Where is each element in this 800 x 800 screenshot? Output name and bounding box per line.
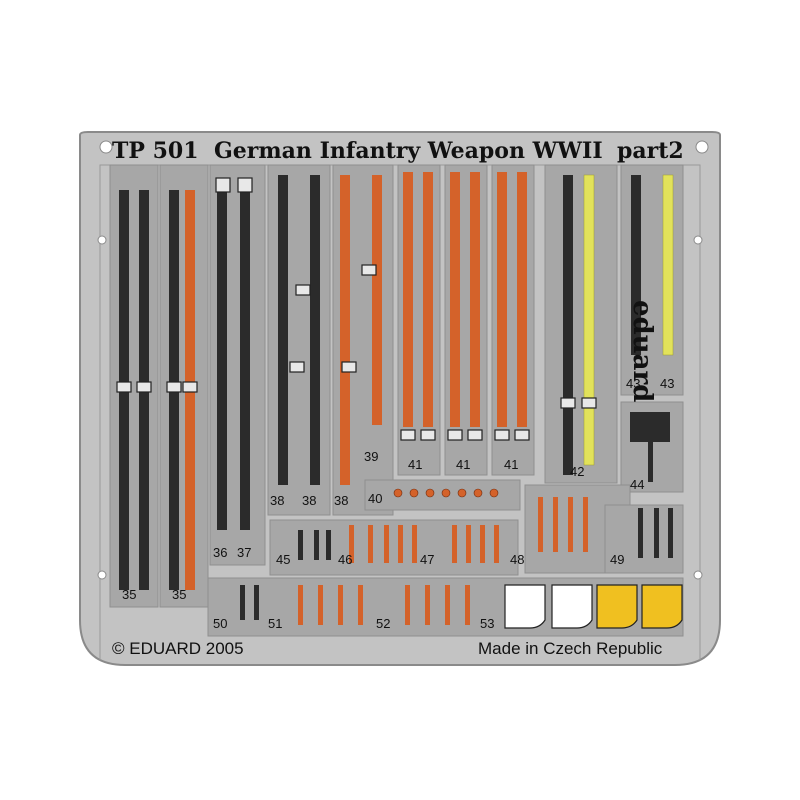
- part-number-50: 50: [213, 616, 228, 631]
- part-number-43: 43: [626, 376, 641, 391]
- plate-hole-icon: [97, 235, 107, 245]
- part-number-53: 53: [480, 616, 495, 631]
- part-number-38: 38: [302, 493, 317, 508]
- buckle-icon: [116, 177, 597, 441]
- part-number-36: 36: [213, 545, 228, 560]
- part-number-40: 40: [368, 491, 383, 506]
- part-number-41: 41: [408, 457, 423, 472]
- part-number-42: 42: [570, 464, 585, 479]
- part-number-48: 48: [510, 552, 525, 567]
- part-number-47: 47: [420, 552, 435, 567]
- fret-code: TP 501: [112, 138, 199, 164]
- plate-hole-icon: [99, 140, 113, 154]
- part-number-41: 41: [456, 457, 471, 472]
- part-number-52: 52: [376, 616, 391, 631]
- part-number-39: 39: [364, 449, 379, 464]
- part-number-46: 46: [338, 552, 353, 567]
- plate-hole-icon: [97, 570, 107, 580]
- part-number-35: 35: [172, 587, 187, 602]
- part-number-38: 38: [334, 493, 349, 508]
- part-number-43: 43: [660, 376, 675, 391]
- fret-title: German Infantry Weapon WWII: [214, 138, 603, 164]
- part-number-35: 35: [122, 587, 137, 602]
- part-number-49: 49: [610, 552, 625, 567]
- part-number-45: 45: [276, 552, 291, 567]
- decal-plate-icon: [504, 584, 683, 629]
- copyright-text: © EDUARD 2005: [112, 639, 244, 658]
- fret-part: part2: [617, 138, 684, 164]
- origin-text: Made in Czech Republic: [478, 639, 663, 658]
- part-number-41: 41: [504, 457, 519, 472]
- plate-hole-icon: [693, 570, 703, 580]
- part-number-51: 51: [268, 616, 283, 631]
- part-number-44: 44: [630, 477, 645, 492]
- plate-hole-icon: [693, 235, 703, 245]
- plate-hole-icon: [695, 140, 709, 154]
- part-number-38: 38: [270, 493, 285, 508]
- part-number-37: 37: [237, 545, 252, 560]
